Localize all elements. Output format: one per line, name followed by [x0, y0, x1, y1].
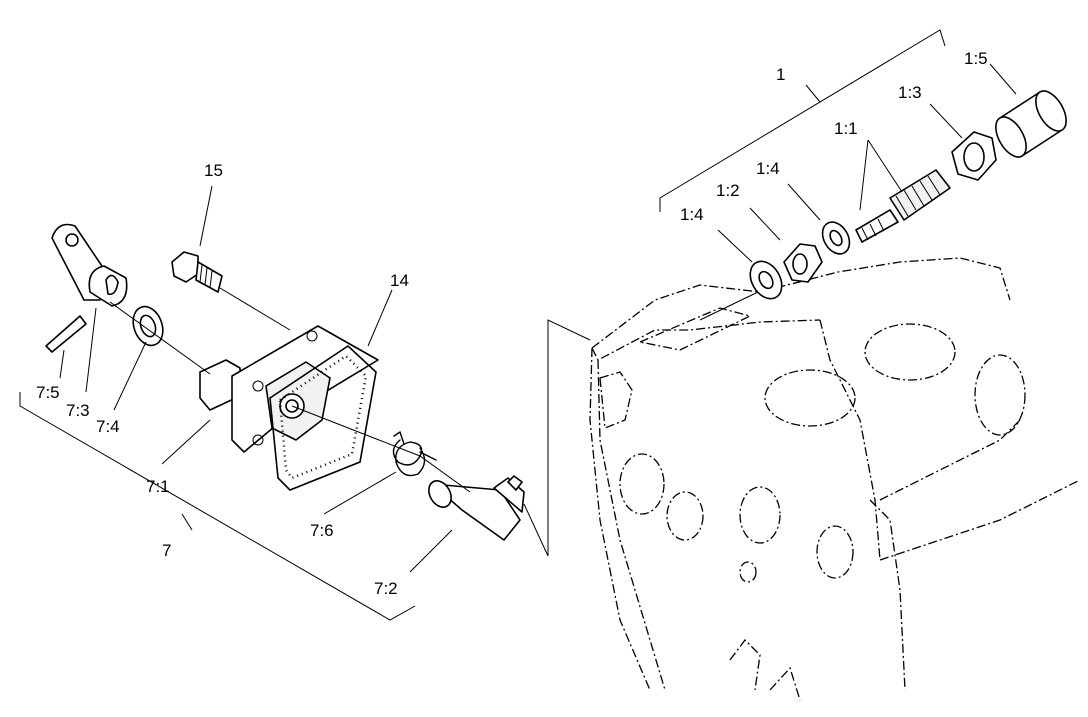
part-7-4-bushing	[132, 305, 164, 347]
part-1-4-washer-b	[821, 221, 851, 255]
part-1-5-cap	[995, 90, 1067, 158]
label-7-6: 7:6	[310, 521, 334, 540]
leaders-group-7	[59, 185, 453, 573]
part-7-2-shaft	[428, 475, 525, 541]
group-7-bracket	[19, 392, 416, 621]
label-1-5: 1:5	[964, 49, 988, 68]
part-7-6-spring	[392, 431, 437, 477]
engine-block	[589, 257, 1081, 701]
part-1-3-nut	[951, 131, 997, 181]
group-1-bracket	[659, 29, 946, 212]
part-7-3-lever	[51, 223, 128, 307]
part-labels: 1 1:5 1:3 1:1 1:4 1:2 1:4 15 14 7:5 7:3 …	[36, 49, 988, 598]
label-1-1: 1:1	[834, 119, 858, 138]
label-1-3: 1:3	[898, 83, 922, 102]
part-1-1-screw	[855, 169, 951, 243]
label-7-4: 7:4	[96, 417, 120, 436]
label-7: 7	[162, 541, 171, 560]
label-1-4-b: 1:4	[756, 159, 780, 178]
part-1-4-washer-a	[749, 260, 783, 300]
assembly-axes	[109, 287, 759, 557]
label-7-1: 7:1	[146, 477, 170, 496]
part-15-bolt	[171, 251, 223, 293]
label-7-2: 7:2	[374, 579, 398, 598]
label-1-2: 1:2	[716, 181, 740, 200]
part-7-1-housing	[199, 325, 379, 453]
part-7-5-pin	[45, 315, 87, 353]
label-1: 1	[776, 65, 785, 84]
label-7-3: 7:3	[66, 401, 90, 420]
label-7-5: 7:5	[36, 383, 60, 402]
part-14-gasket	[269, 344, 377, 491]
leaders-group-1	[717, 63, 1017, 263]
part-1-2-nut	[783, 243, 823, 283]
label-1-4-a: 1:4	[680, 205, 704, 224]
label-14: 14	[390, 271, 409, 290]
label-15: 15	[204, 161, 223, 180]
